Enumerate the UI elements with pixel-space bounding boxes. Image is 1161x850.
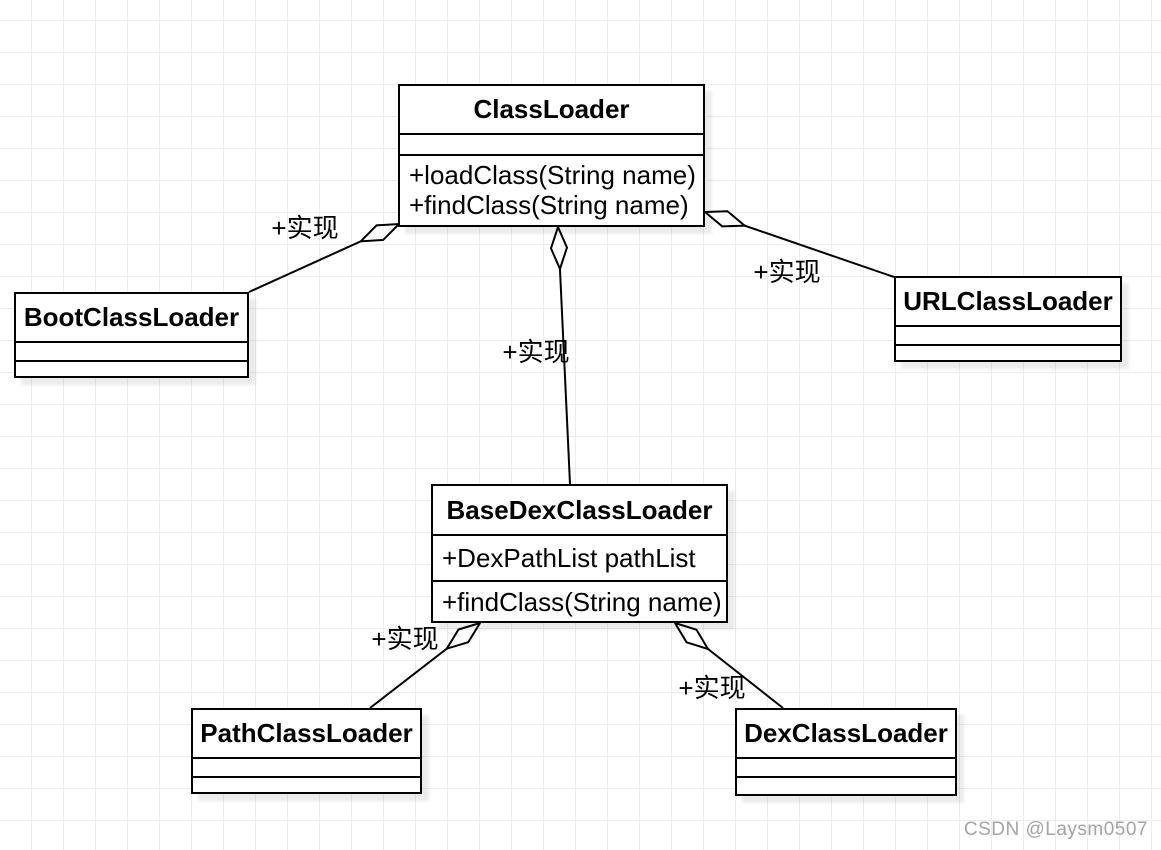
class-method: +findClass(String name) — [409, 190, 689, 220]
class-attributes-section — [896, 325, 1120, 344]
csdn-watermark: CSDN @Laysm0507 — [963, 819, 1148, 840]
class-name: URLClassLoader — [903, 286, 1113, 316]
class-name: BootClassLoader — [23, 302, 240, 332]
class-methods-section: +loadClass(String name) +findClass(Strin… — [400, 154, 703, 225]
class-methods-section: +findClass(String name) — [433, 580, 726, 621]
edge-label-realize-path: +实现 — [371, 624, 439, 654]
class-attributes-section: +DexPathList pathList — [433, 534, 726, 580]
class-methods-section — [193, 776, 420, 792]
class-box-pathclassloader: PathClassLoader — [191, 708, 422, 794]
edge-label-realize-dex: +实现 — [678, 673, 746, 703]
class-attributes-section — [193, 757, 420, 776]
class-methods-section — [896, 344, 1120, 360]
class-attributes-section — [737, 757, 955, 776]
class-box-basedexclassloader: BaseDexClassLoader +DexPathList pathList… — [431, 484, 728, 623]
class-attribute: +DexPathList pathList — [442, 543, 696, 573]
edge-label-realize-url: +实现 — [753, 257, 821, 287]
class-box-dexclassloader: DexClassLoader — [735, 708, 957, 796]
edge-label-realize-basedex: +实现 — [502, 337, 570, 367]
class-method: +loadClass(String name) — [409, 160, 696, 190]
edge-label-realize-boot: +实现 — [271, 213, 339, 243]
class-method: +findClass(String name) — [442, 586, 722, 617]
class-name: ClassLoader — [473, 94, 630, 124]
class-attributes-section — [400, 133, 703, 154]
class-box-urlclassloader: URLClassLoader — [894, 276, 1122, 362]
class-name: BaseDexClassLoader — [446, 494, 713, 525]
class-methods-section — [737, 776, 955, 794]
class-box-classloader: ClassLoader +loadClass(String name) +fin… — [398, 84, 705, 227]
class-name: PathClassLoader — [200, 718, 413, 748]
class-box-bootclassloader: BootClassLoader — [14, 292, 249, 378]
class-name: DexClassLoader — [744, 718, 948, 748]
class-methods-section — [16, 360, 247, 376]
class-attributes-section — [16, 341, 247, 360]
